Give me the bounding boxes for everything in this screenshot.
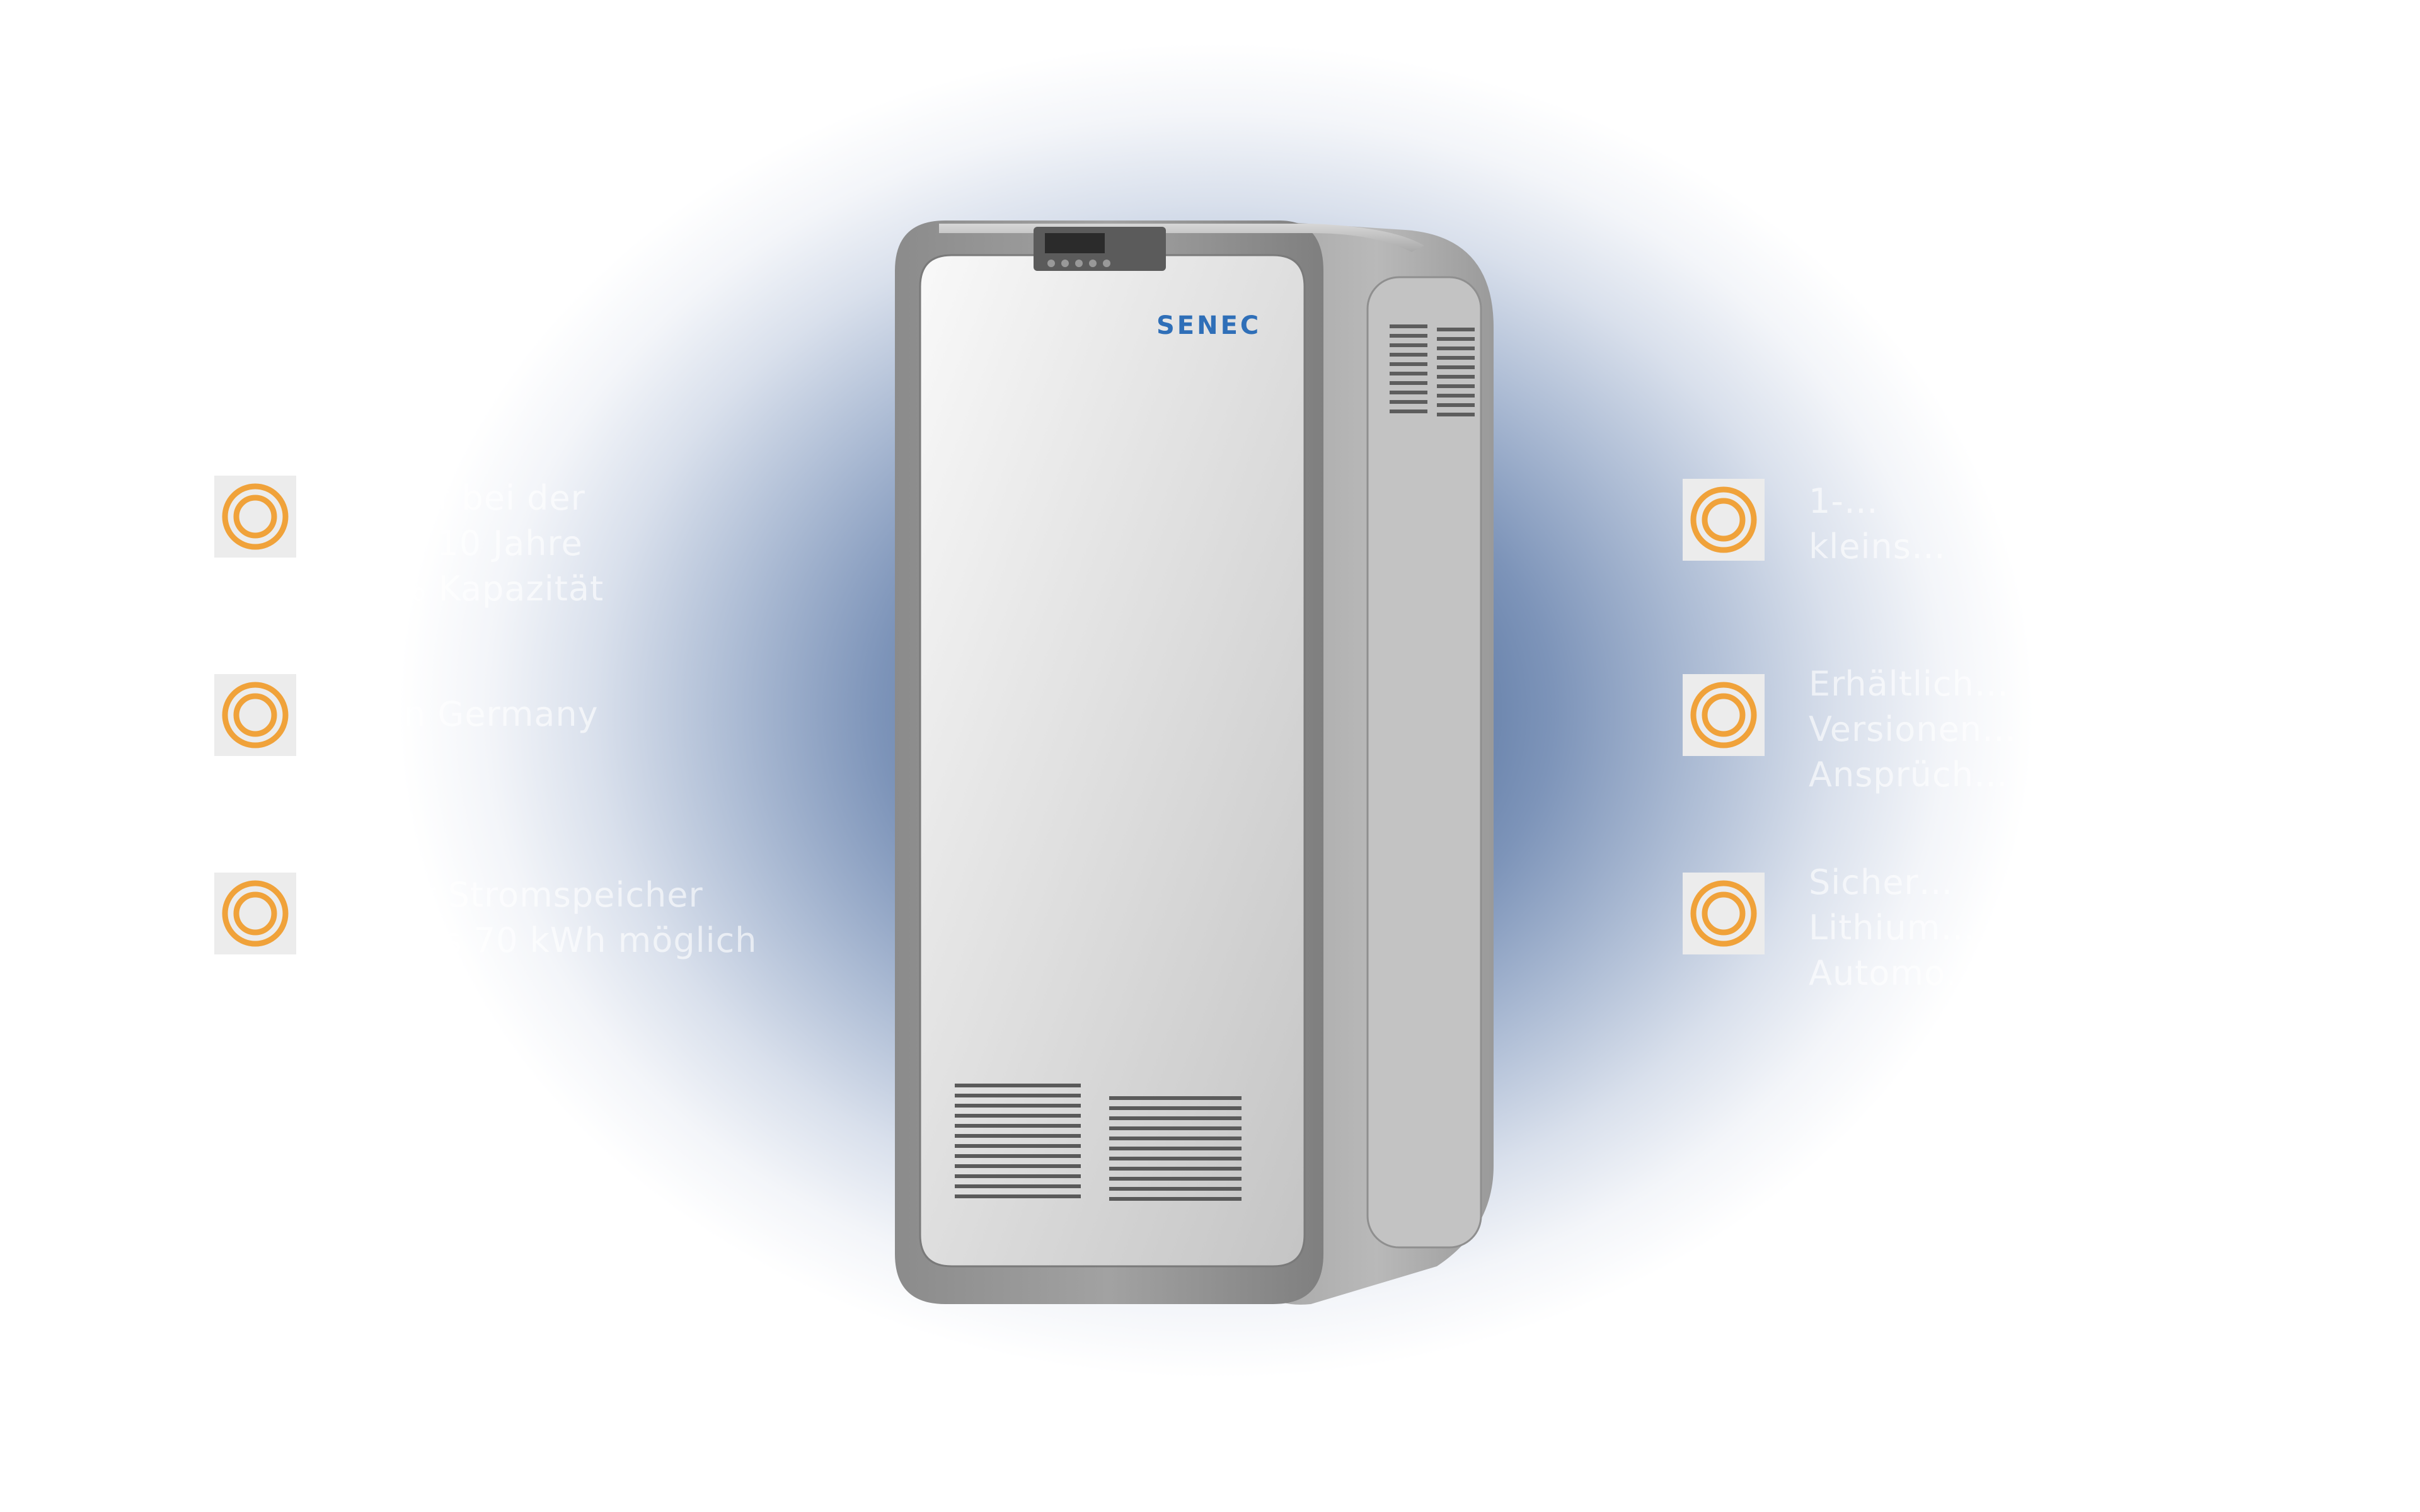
circle-target-icon: [214, 674, 296, 756]
front-vent-left: [955, 1084, 1081, 1198]
feature-text: Erhältlich… Versionen… Ansprüch…: [1809, 664, 2017, 794]
senec-logo: SENEC: [1156, 311, 1261, 340]
feature-text: 1-… kleins…: [1809, 481, 1946, 566]
feature-text: …er Stromspeicher … bis 70 kWh möglich: [366, 875, 758, 960]
feature-text: …in Germany: [359, 694, 599, 734]
circle-target-icon: [1683, 479, 1765, 561]
feature-text: …auf bei der …ei 10 Jahre …% Kapazität: [359, 478, 604, 609]
side-vent: [1390, 324, 1475, 416]
circle-target-icon: [1683, 674, 1765, 756]
circle-target-icon: [214, 476, 296, 558]
feature-text: Sicher… Lithium… Automo…: [1809, 862, 1981, 993]
front-vent-right: [1109, 1096, 1242, 1201]
circle-target-icon: [1683, 873, 1765, 954]
circle-target-icon: [214, 873, 296, 954]
battery-storage-device: SENEC: [895, 220, 1494, 1305]
